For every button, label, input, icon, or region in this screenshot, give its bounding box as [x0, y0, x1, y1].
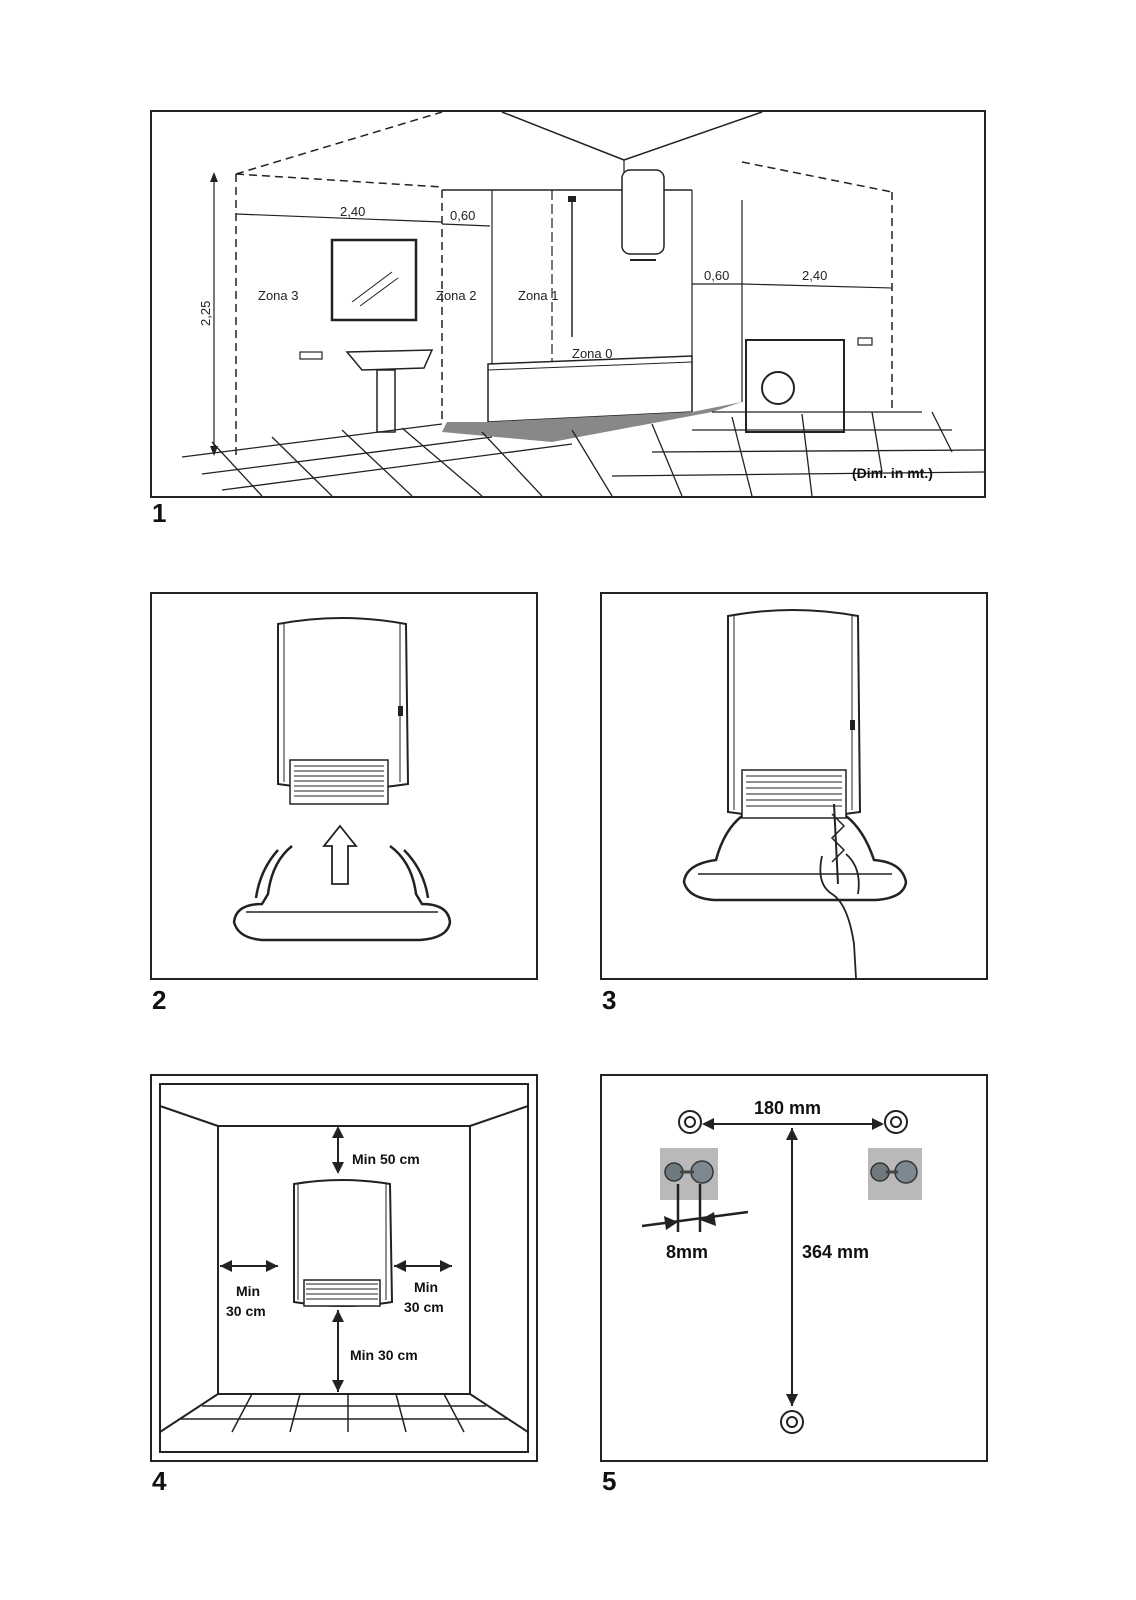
up-arrow-icon [322, 824, 358, 885]
figure-number-1: 1 [152, 498, 167, 528]
towel-rail [682, 815, 908, 902]
heater-grille [303, 1279, 381, 1307]
figure-4-panel: Min 50 cm Min 30 cm Min 30 cm Min 30 cm [150, 1074, 538, 1462]
hand-icon [819, 853, 860, 978]
dimension-horizontal-label: 180 mm [754, 1098, 821, 1118]
screwdriver-icon [830, 813, 846, 863]
figure-5-panel: 180 mm 364 mm 8mm [600, 1074, 988, 1462]
figure-1-panel: 2,40 0,60 0,60 2,40 2,25 Zona 3 Zona 2 Z… [150, 110, 986, 498]
rail-fix-illustration [682, 609, 908, 978]
clearance-left-label-2: 30 cm [226, 1303, 266, 1319]
heater-attach-illustration [232, 617, 452, 942]
clearance-right-label-1: Min [414, 1279, 438, 1295]
screw-gap-label: 8mm [666, 1242, 708, 1262]
clearance-left-label-1: Min [236, 1283, 260, 1299]
bathroom-zones-illustration [181, 112, 984, 496]
wall-socket-right [857, 337, 873, 346]
heater-grille [741, 769, 847, 819]
figure-number-3: 3 [602, 985, 617, 1015]
clearance-illustration: Min 50 cm Min 30 cm Min 30 cm Min 30 cm [159, 1083, 529, 1453]
towel-rail [232, 844, 452, 942]
drill-hole-icon [678, 1110, 702, 1134]
water-heater [621, 169, 665, 255]
clearance-top-label: Min 50 cm [352, 1151, 420, 1167]
figure-number-4: 4 [152, 1466, 167, 1496]
clearance-bottom-label: Min 30 cm [350, 1347, 418, 1363]
heater-grille [289, 759, 389, 805]
drill-hole-icon [884, 1110, 908, 1134]
wall-screw-photo [660, 1148, 718, 1200]
clearance-right-label-2: 30 cm [404, 1299, 444, 1315]
drill-template-illustration: 180 mm 364 mm 8mm [641, 1098, 922, 1434]
figure-number-2: 2 [152, 985, 167, 1015]
washing-machine [745, 339, 845, 433]
figure-2-panel [150, 592, 538, 980]
figure-number-5: 5 [602, 1466, 617, 1496]
wall-screw-photo [868, 1148, 922, 1200]
figure-3-panel [600, 592, 988, 980]
wall-socket-left [299, 351, 323, 360]
mirror [330, 238, 418, 322]
sink [345, 349, 434, 371]
dimension-vertical-label: 364 mm [802, 1242, 869, 1262]
drill-hole-icon [780, 1410, 804, 1434]
